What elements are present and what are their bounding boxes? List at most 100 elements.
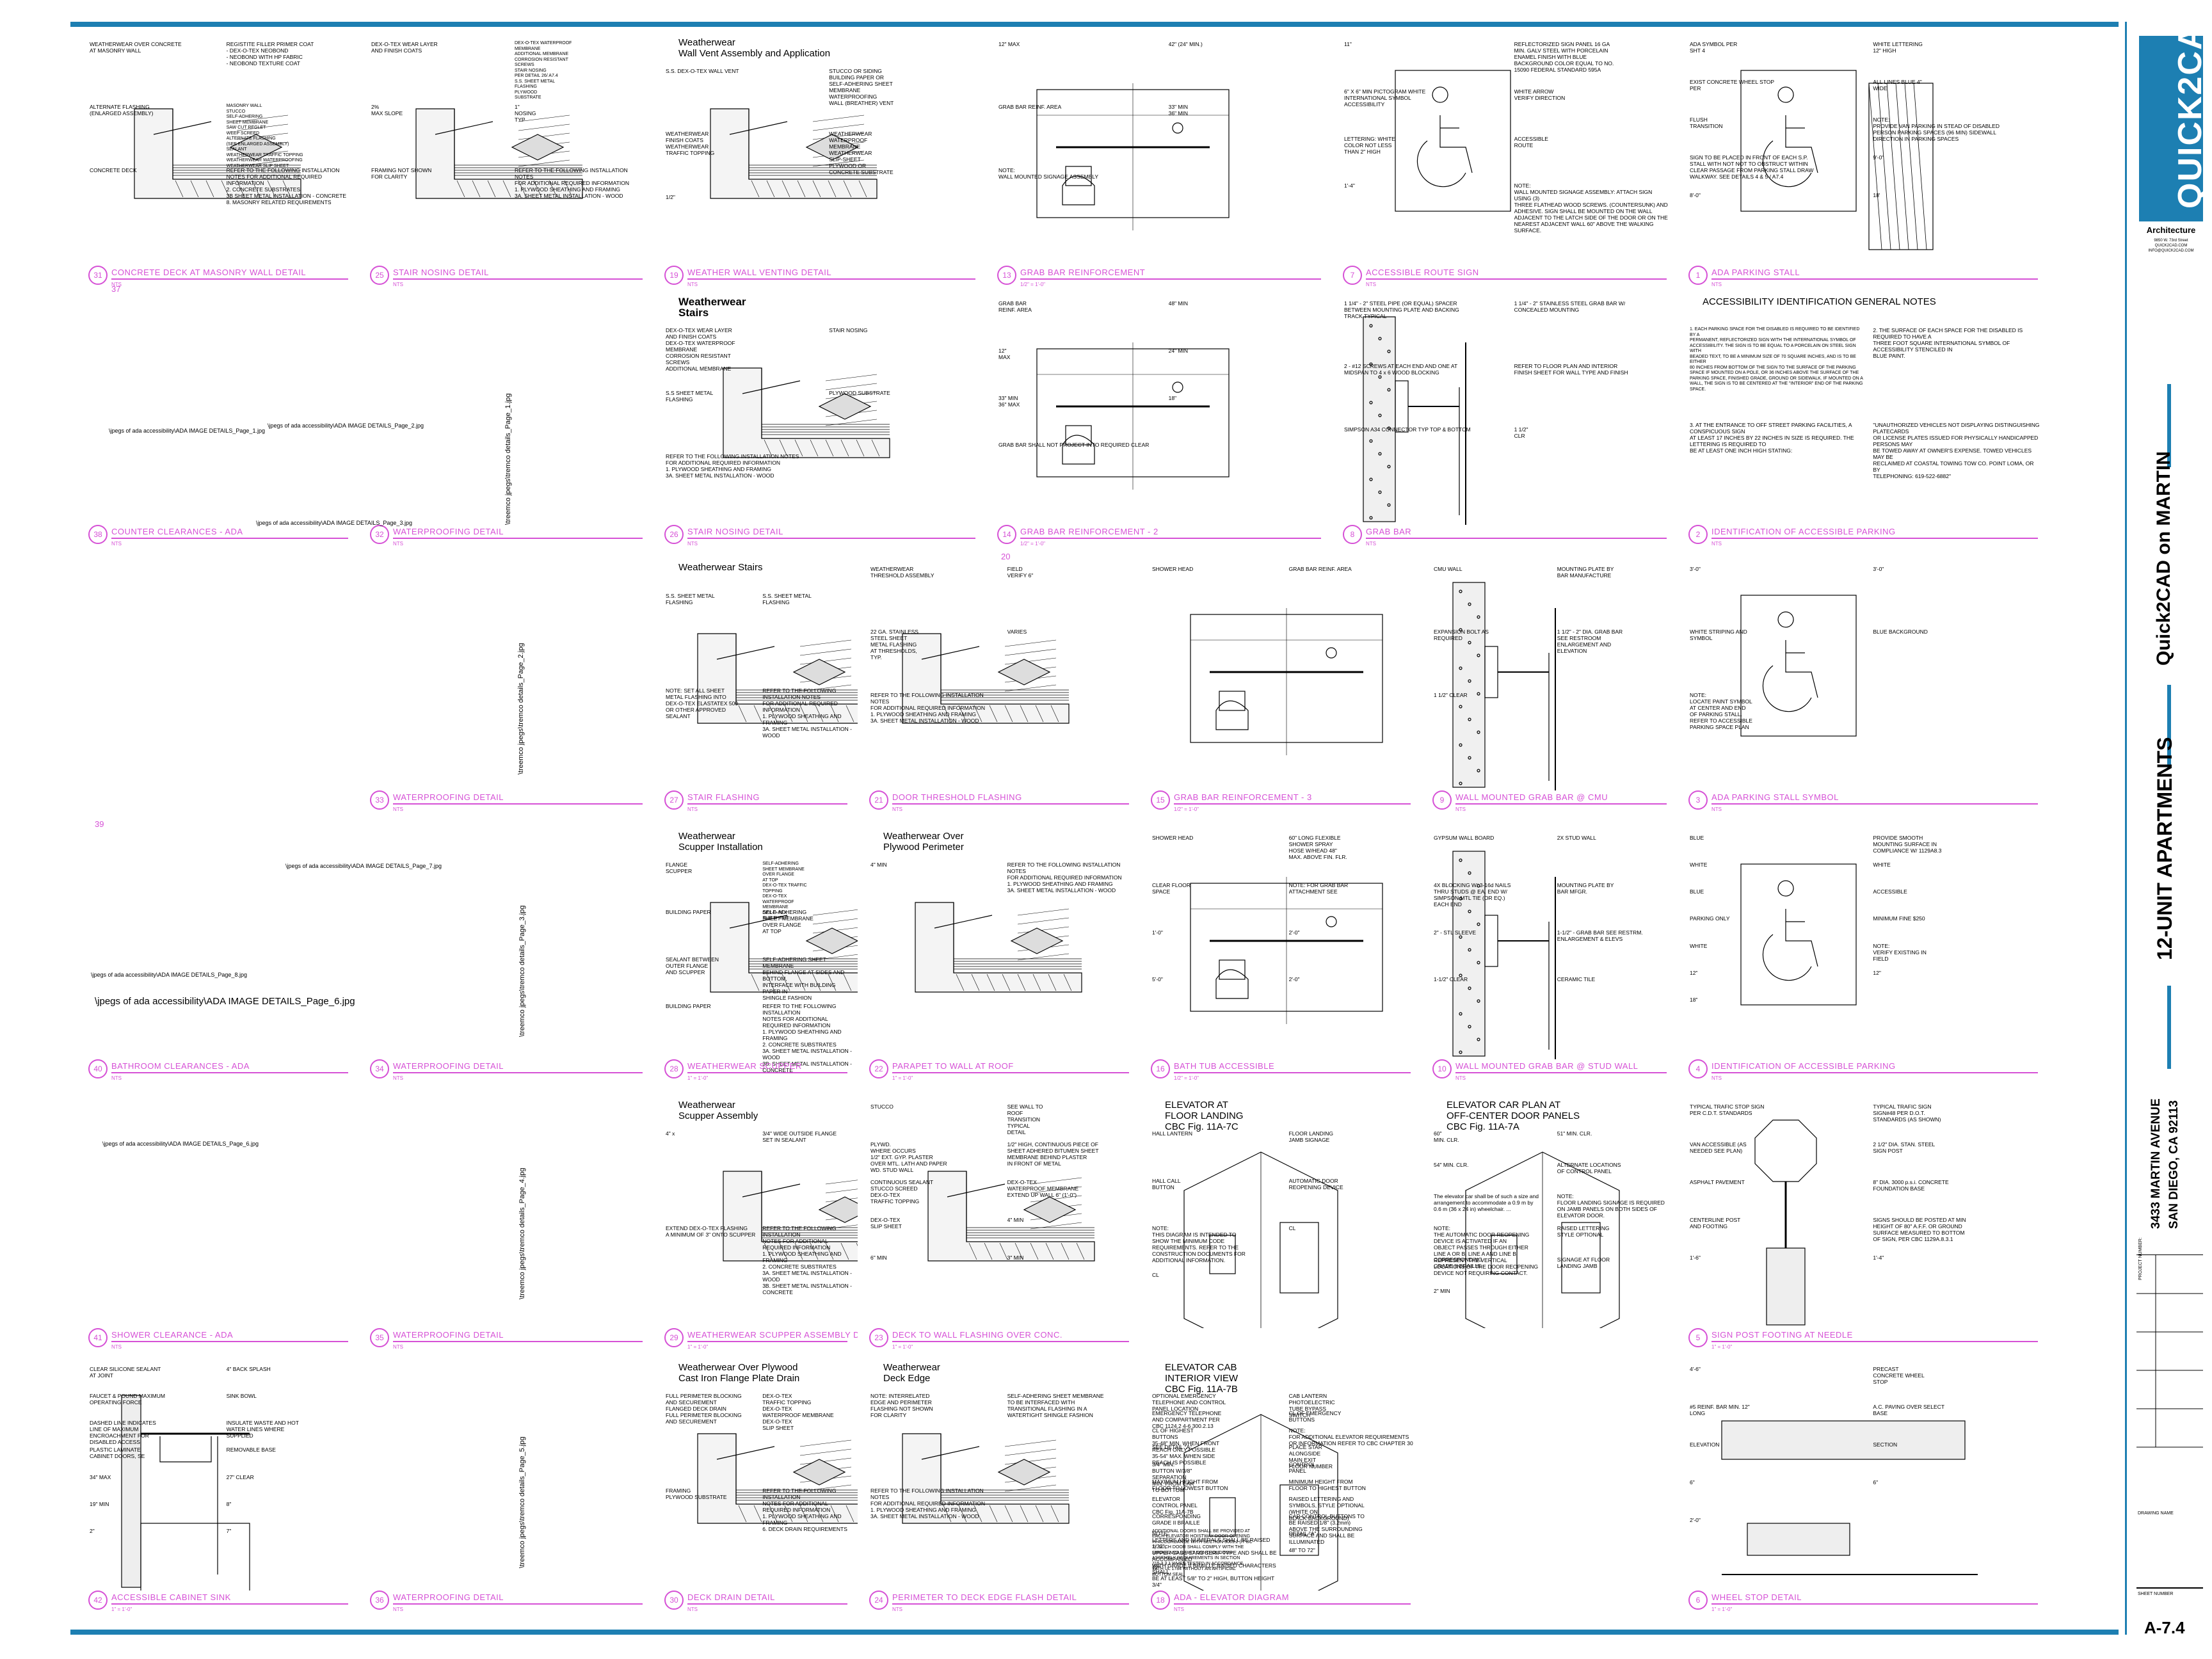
detail-title-underline	[892, 1072, 1129, 1073]
detail-27-drawing	[697, 633, 858, 724]
detail-note: CLEAR FLOOR SPACE	[1152, 881, 1190, 895]
d25-linework	[415, 108, 583, 199]
detail-note: ADDITIONAL DOORS SHALL BE PROVIDED AT EA…	[1152, 1528, 1253, 1577]
detail-note: CONCRETE DECK	[90, 166, 137, 173]
detail-note: #5 REINF. BAR MIN. 12" LONG	[1690, 1404, 1750, 1416]
file-ref-ada-6b: \jpegs of ada accessibility\ADA IMAGE DE…	[102, 1141, 259, 1147]
detail-note: GRAB BAR REINF. AREA	[998, 104, 1062, 111]
detail-note: 1 1/4" - 2" STEEL PIPE (OR EQUAL) SPACER…	[1344, 300, 1459, 319]
detail-scale: NTS	[892, 1607, 902, 1612]
detail-note: TYPICAL TRAFIC SIGN SIGN#48 PER D.O.T. S…	[1873, 1103, 1941, 1123]
detail-note: SHOWER HEAD	[1152, 566, 1194, 572]
detail-scale: NTS	[393, 1075, 403, 1081]
detail-note: 51" MIN. CLR.	[1557, 1130, 1592, 1137]
detail-note: MASONRY WALL STUCCO SELF-ADHERING SHEET …	[226, 104, 303, 168]
detail-scale: NTS	[687, 1607, 698, 1612]
d6-linework	[1721, 1420, 1978, 1575]
detail-22-drawing	[915, 902, 1082, 993]
detail-note: 2 1/2" DIA. STAN. STEEL SIGN POST	[1873, 1141, 1936, 1154]
detail-scale: 1" = 1'-0"	[687, 1075, 709, 1081]
detail-title-underline	[1711, 278, 2038, 280]
detail-9-drawing	[1452, 582, 1556, 790]
detail-title-underline	[687, 1603, 847, 1605]
file-ref-ada-8: \jpegs of ada accessibility\ADA IMAGE DE…	[91, 972, 247, 978]
detail-note: STUCCO OR SIDING BUILDING PAPER OR SELF-…	[829, 68, 894, 106]
d31-linework	[134, 108, 301, 199]
detail-number-bubble: 10	[1432, 1059, 1452, 1078]
detail-note: REFER TO THE FOLLOWING INSTALLATION NOTE…	[515, 166, 629, 199]
detail-title-underline	[1711, 1072, 2038, 1073]
detail-note: AUTOMATIC DOOR REOPENING DEVICE	[1288, 1177, 1343, 1190]
detail-note: CL OF HIGHEST BUTTONS 35-48" MIN. WHEN F…	[1152, 1427, 1220, 1466]
detail-note: SEALANT BETWEEN OUTER FLANGE AND SCUPPER	[666, 956, 719, 975]
detail-note: REFER TO THE FOLLOWING INSTALLATION NOTE…	[870, 1487, 985, 1519]
detail-note: WEATHERWEAR WATERPROOF MEMBRANE WEATHERW…	[829, 131, 894, 176]
detail-note: 2'-0"	[1690, 1517, 1701, 1523]
detail-note: CMU WALL	[1434, 566, 1463, 572]
detail-note: NOTE: SET ALL SHEET METAL FLASHING INTO …	[666, 687, 739, 719]
detail-7: 11"REFLECTORIZED SIGN PANEL 16 GA MIN. G…	[1338, 32, 1677, 291]
d8-linework	[1363, 316, 1466, 525]
detail-note: BUILDING PAPER	[666, 1003, 711, 1010]
detail-note: REGISTITE FILLER PRIMER COAT - DEX-O-TEX…	[226, 41, 314, 67]
detail-note: 2"	[90, 1527, 95, 1534]
firm-logo: QUICK2CAD	[2139, 0, 2209, 221]
detail-7-drawing	[1395, 70, 1511, 212]
revision-table	[2136, 1254, 2203, 1511]
detail-title: WALL MOUNTED GRAB BAR @ CMU	[1455, 792, 1608, 802]
d19-linework	[710, 108, 878, 199]
detail-25-drawing	[415, 108, 583, 199]
detail-note: PRECAST CONCRETE WHEEL STOP	[1873, 1366, 1925, 1385]
detail-note: WEATHERWEAR OVER CONCRETE AT MASONRY WAL…	[90, 41, 182, 54]
sheet-border-right	[2125, 22, 2127, 1635]
stray-number-39: 39	[95, 819, 104, 829]
detail-number-bubble: 21	[869, 790, 888, 810]
detail-8: 1 1/4" - 2" STEEL PIPE (OR EQUAL) SPACER…	[1338, 291, 1677, 550]
detail-title: SIGN POST FOOTING AT NEEDLE	[1711, 1330, 1853, 1340]
detail-note: NOTE: LOCATE PAINT SYMBOL AT CENTER AND …	[1690, 691, 1752, 730]
detail-title-underline	[393, 1072, 643, 1073]
detail-note: The elevator car shall be of such a size…	[1434, 1193, 1539, 1213]
detail-24-drawing	[902, 1433, 1070, 1524]
detail-3-drawing	[1740, 595, 1857, 737]
detail-number-bubble: 32	[370, 525, 389, 544]
detail-note: ACCESSIBLE ROUTE	[1514, 135, 1548, 148]
detail-title: STAIR NOSING DETAIL	[687, 527, 783, 536]
file-ref-ada-3: \jpegs of ada accessibility\ADA IMAGE DE…	[256, 520, 412, 526]
project-type: 12-UNIT APARTMENTS	[2153, 737, 2176, 960]
d23-linework	[927, 1171, 1095, 1262]
detail-6-drawing	[1721, 1420, 1978, 1575]
d3-linework	[1740, 595, 1857, 737]
detail-note: 3. AT THE ENTRANCE TO OFF STREET PARKING…	[1690, 421, 1854, 454]
detail-17: ELEVATOR AT FLOOR LANDING CBC Fig. 11A-7…	[1146, 1094, 1421, 1354]
drawing-name-label: DRAWING NAME	[2138, 1511, 2174, 1516]
detail-note: CL	[1288, 1224, 1296, 1231]
detail-30: Weatherwear Over Plywood Cast Iron Flang…	[659, 1357, 858, 1616]
detail-note: 1'-0"	[1152, 929, 1163, 936]
detail-note: REFER TO THE FOLLOWING INSTALLATION NOTE…	[762, 1003, 852, 1074]
detail-note: CAB LANTERN PHOTOELECTRIC TUBE BYPASS SW…	[1288, 1393, 1335, 1418]
detail-note: VARIES	[1007, 629, 1027, 636]
detail-note: 2" MIN	[1434, 1287, 1450, 1294]
detail-note: SELF-ADHERING SHEET MEMBRANE BEHIND FLAN…	[762, 956, 845, 1001]
d42-linework	[121, 1395, 250, 1591]
detail-note: 24" MIN	[1168, 347, 1189, 354]
detail-note: PLYWD. WHERE OCCURS 1/2" EXT. GYP. PLAST…	[870, 1141, 947, 1173]
detail-title-underline	[1711, 538, 2038, 539]
detail-note: 3'-0"	[1873, 566, 1884, 572]
d13-linework	[1036, 83, 1230, 230]
detail-note: 1 1/2" CLR	[1514, 426, 1528, 439]
detail-note: NOTE: FLOOR LANDING SIGNAGE IS REQUIRED …	[1557, 1193, 1665, 1219]
detail-note: S.S. DEX-O-TEX WALL VENT	[666, 68, 739, 74]
d15-linework	[1190, 608, 1383, 755]
detail-note: 6" MIN	[870, 1254, 887, 1261]
detail-33-drawing	[365, 557, 653, 790]
detail-title: BATHROOM CLEARANCES - ADA	[111, 1061, 250, 1071]
